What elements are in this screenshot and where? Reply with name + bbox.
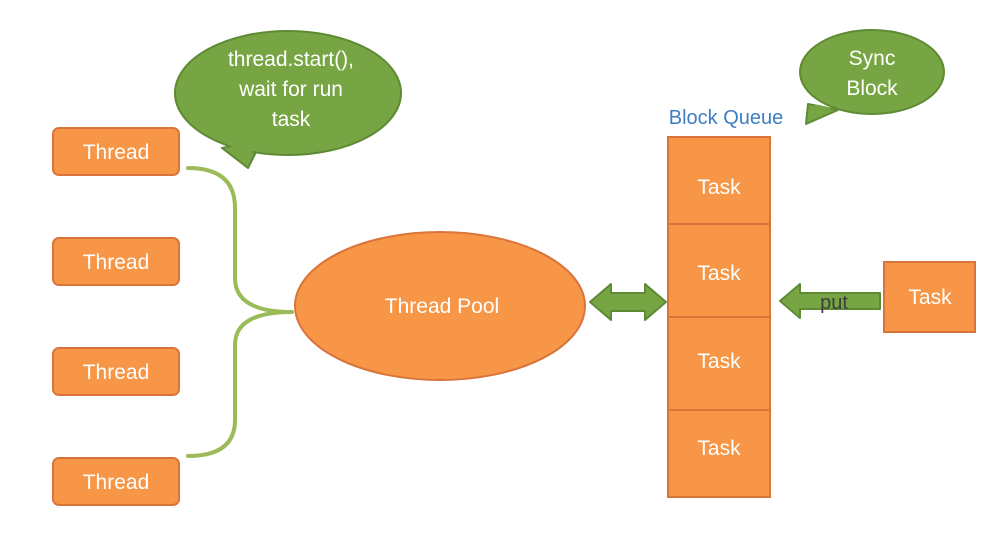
queue-task-label: Task xyxy=(697,350,741,373)
put-label: put xyxy=(820,292,848,314)
incoming-task-label: Task xyxy=(908,286,952,309)
block-queue: Task Task Task Task xyxy=(667,136,771,498)
queue-task-label: Task xyxy=(697,262,741,285)
thread-box-2[interactable]: Thread xyxy=(52,237,180,286)
queue-task-label: Task xyxy=(697,437,741,460)
thread-box-3[interactable]: Thread xyxy=(52,347,180,396)
pool-queue-double-arrow xyxy=(589,283,667,321)
thread-pool[interactable]: Thread Pool xyxy=(294,231,586,381)
queue-task-1[interactable]: Task xyxy=(667,136,771,225)
queue-task-4[interactable]: Task xyxy=(667,409,771,498)
sync-callout-line-2: Block xyxy=(846,77,898,100)
incoming-task[interactable]: Task xyxy=(883,261,976,333)
sync-callout-line-1: Sync xyxy=(849,47,896,70)
sync-callout: Sync Block xyxy=(799,29,945,125)
start-callout-line-3: task xyxy=(272,108,311,131)
thread-label: Thread xyxy=(83,361,150,384)
thread-label: Thread xyxy=(83,141,150,164)
queue-task-2[interactable]: Task xyxy=(667,223,771,318)
queue-task-3[interactable]: Task xyxy=(667,316,771,411)
thread-label: Thread xyxy=(83,251,150,274)
block-queue-title: Block Queue xyxy=(669,107,784,129)
start-callout: thread.start(), wait for run task xyxy=(174,30,402,169)
queue-task-label: Task xyxy=(697,176,741,199)
start-callout-line-1: thread.start(), xyxy=(228,48,354,71)
put-arrow: put xyxy=(779,283,881,319)
thread-box-4[interactable]: Thread xyxy=(52,457,180,506)
thread-bracket xyxy=(186,166,294,458)
thread-box-1[interactable]: Thread xyxy=(52,127,180,176)
thread-pool-label: Thread Pool xyxy=(385,295,499,318)
start-callout-line-2: wait for run xyxy=(238,78,343,101)
thread-label: Thread xyxy=(83,471,150,494)
